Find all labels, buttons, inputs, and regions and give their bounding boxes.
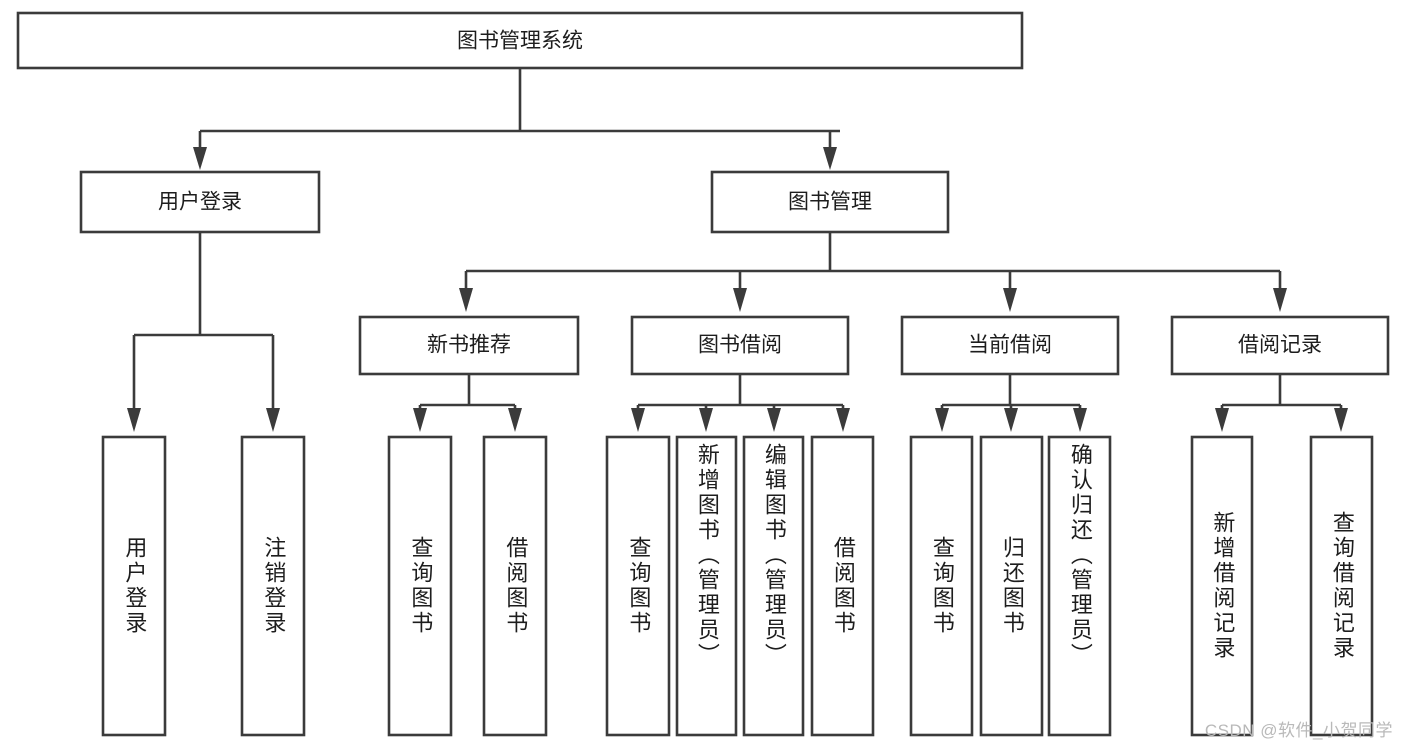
edge-group-newbook	[413, 374, 522, 432]
node-root[interactable]: 图书管理系统	[16, 11, 1024, 70]
node-user-login-label: 用户登录	[158, 191, 242, 214]
watermark-text: CSDN @软件_小贺同学	[1204, 721, 1393, 740]
node-new-book-recommend-box[interactable]	[358, 315, 580, 376]
node-current-borrow-label: 当前借阅	[968, 334, 1052, 357]
arrow-bookmgmt-to-borrow	[733, 288, 747, 312]
node-new-book-recommend-label: 新书推荐	[427, 334, 511, 357]
arrow-userlogin-to-logout	[266, 408, 280, 432]
leaf-box-query-book-3[interactable]	[909, 435, 974, 737]
node-book-management[interactable]: 图书管理	[710, 170, 950, 234]
node-new-book-recommend[interactable]: 新书推荐	[358, 315, 580, 376]
node-book-borrow[interactable]: 图书借阅	[630, 315, 850, 376]
leaf-box-return-book[interactable]	[979, 435, 1044, 737]
leaf-box-borrow-book-2[interactable]	[810, 435, 875, 737]
arrow-bookmgmt-to-newbook	[459, 288, 473, 312]
arrow-root-to-login	[193, 147, 207, 170]
arrow-bookmgmt-to-current	[1003, 288, 1017, 312]
node-root-label: 图书管理系统	[457, 30, 583, 53]
edge-group-borrow	[631, 374, 850, 432]
node-borrow-records[interactable]: 借阅记录	[1170, 315, 1390, 376]
arrow-borrow-to-add	[699, 408, 713, 432]
node-user-login-box[interactable]	[79, 170, 321, 234]
edge-group-root	[193, 68, 840, 170]
arrow-current-to-confirm	[1073, 408, 1087, 432]
edge-group-bookmgmt	[459, 232, 1287, 312]
leaf-box-add-borrow-record[interactable]	[1190, 435, 1254, 737]
node-book-borrow-label: 图书借阅	[698, 334, 782, 357]
arrow-borrow-to-lend	[836, 408, 850, 432]
node-borrow-records-box[interactable]	[1170, 315, 1390, 376]
arrow-newbook-to-query	[413, 408, 427, 432]
arrow-records-to-query	[1334, 408, 1348, 432]
node-root-box[interactable]	[16, 11, 1024, 70]
node-user-login[interactable]: 用户登录	[79, 170, 321, 234]
leaf-box-logout[interactable]	[240, 435, 306, 737]
arrow-borrow-to-query	[631, 408, 645, 432]
arrow-current-to-return	[1004, 408, 1018, 432]
leaf-box-query-book-1[interactable]	[387, 435, 453, 737]
node-book-management-label: 图书管理	[788, 191, 872, 214]
leaf-box-edit-book-admin[interactable]	[742, 435, 805, 737]
arrow-newbook-to-borrow	[508, 408, 522, 432]
arrow-borrow-to-edit	[767, 408, 781, 432]
edge-group-records	[1215, 374, 1348, 432]
edge-group-userlogin	[127, 232, 280, 432]
leaf-box-query-book-2[interactable]	[605, 435, 671, 737]
arrow-records-to-add	[1215, 408, 1229, 432]
leaf-box-user-login[interactable]	[101, 435, 167, 737]
node-book-management-box[interactable]	[710, 170, 950, 234]
node-current-borrow[interactable]: 当前借阅	[900, 315, 1120, 376]
arrow-root-to-bookmgmt	[823, 147, 837, 170]
leaf-boxes	[101, 435, 1374, 737]
arrow-bookmgmt-to-records	[1273, 288, 1287, 312]
arrow-current-to-query	[935, 408, 949, 432]
arrow-userlogin-to-login	[127, 408, 141, 432]
leaf-box-add-book-admin[interactable]	[675, 435, 738, 737]
edge-group-current	[935, 374, 1087, 432]
node-book-borrow-box[interactable]	[630, 315, 850, 376]
leaf-box-query-borrow-record[interactable]	[1309, 435, 1374, 737]
node-current-borrow-box[interactable]	[900, 315, 1120, 376]
leaf-box-borrow-book-1[interactable]	[482, 435, 548, 737]
leaf-box-confirm-return-admin[interactable]	[1047, 435, 1112, 737]
node-borrow-records-label: 借阅记录	[1238, 334, 1322, 357]
